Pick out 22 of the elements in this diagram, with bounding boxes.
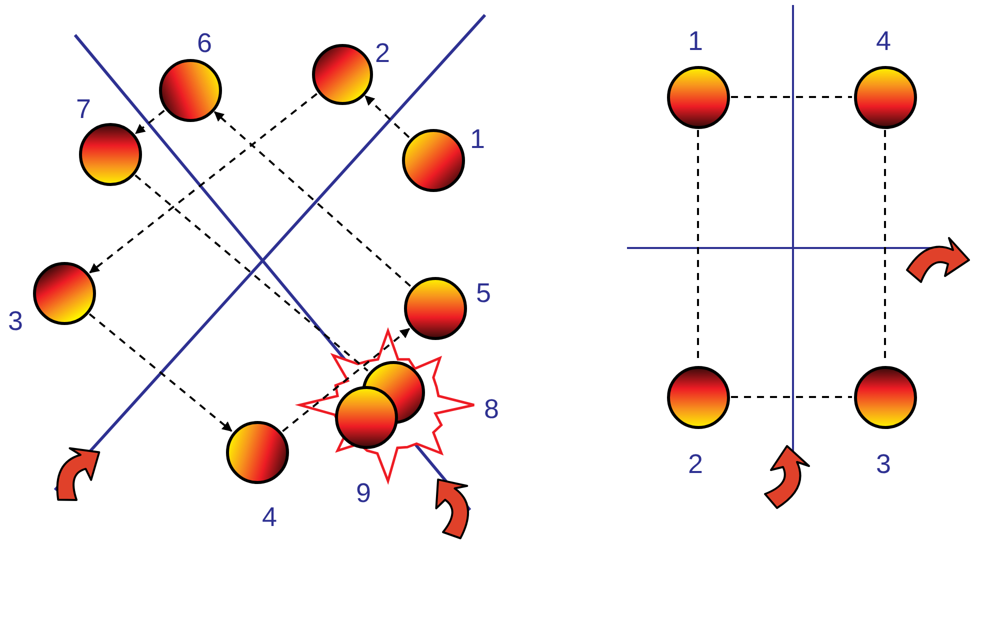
number-label: 5 bbox=[476, 280, 492, 307]
number-label: 1 bbox=[688, 28, 704, 55]
number-label: 4 bbox=[876, 28, 892, 55]
dashed-arrow bbox=[88, 313, 232, 432]
dashed-arrow bbox=[364, 95, 410, 138]
number-label: 8 bbox=[484, 396, 500, 423]
dashed-arrow bbox=[89, 93, 318, 274]
number-label: 7 bbox=[76, 96, 92, 123]
dashed-line bbox=[134, 174, 368, 372]
number-label: 4 bbox=[262, 504, 278, 531]
dashed-arrow bbox=[135, 110, 165, 134]
number-label: 2 bbox=[688, 451, 704, 478]
number-label: 2 bbox=[375, 40, 390, 67]
number-label: 3 bbox=[8, 308, 24, 335]
number-label: 3 bbox=[876, 451, 892, 478]
number-label: 6 bbox=[197, 30, 212, 57]
dashed-arrow bbox=[214, 111, 412, 287]
dashed-arrow bbox=[282, 328, 410, 432]
dashed-line bbox=[731, 396, 852, 398]
dashed-line bbox=[731, 96, 852, 98]
number-label: 1 bbox=[470, 126, 486, 153]
number-label: 9 bbox=[356, 480, 372, 507]
